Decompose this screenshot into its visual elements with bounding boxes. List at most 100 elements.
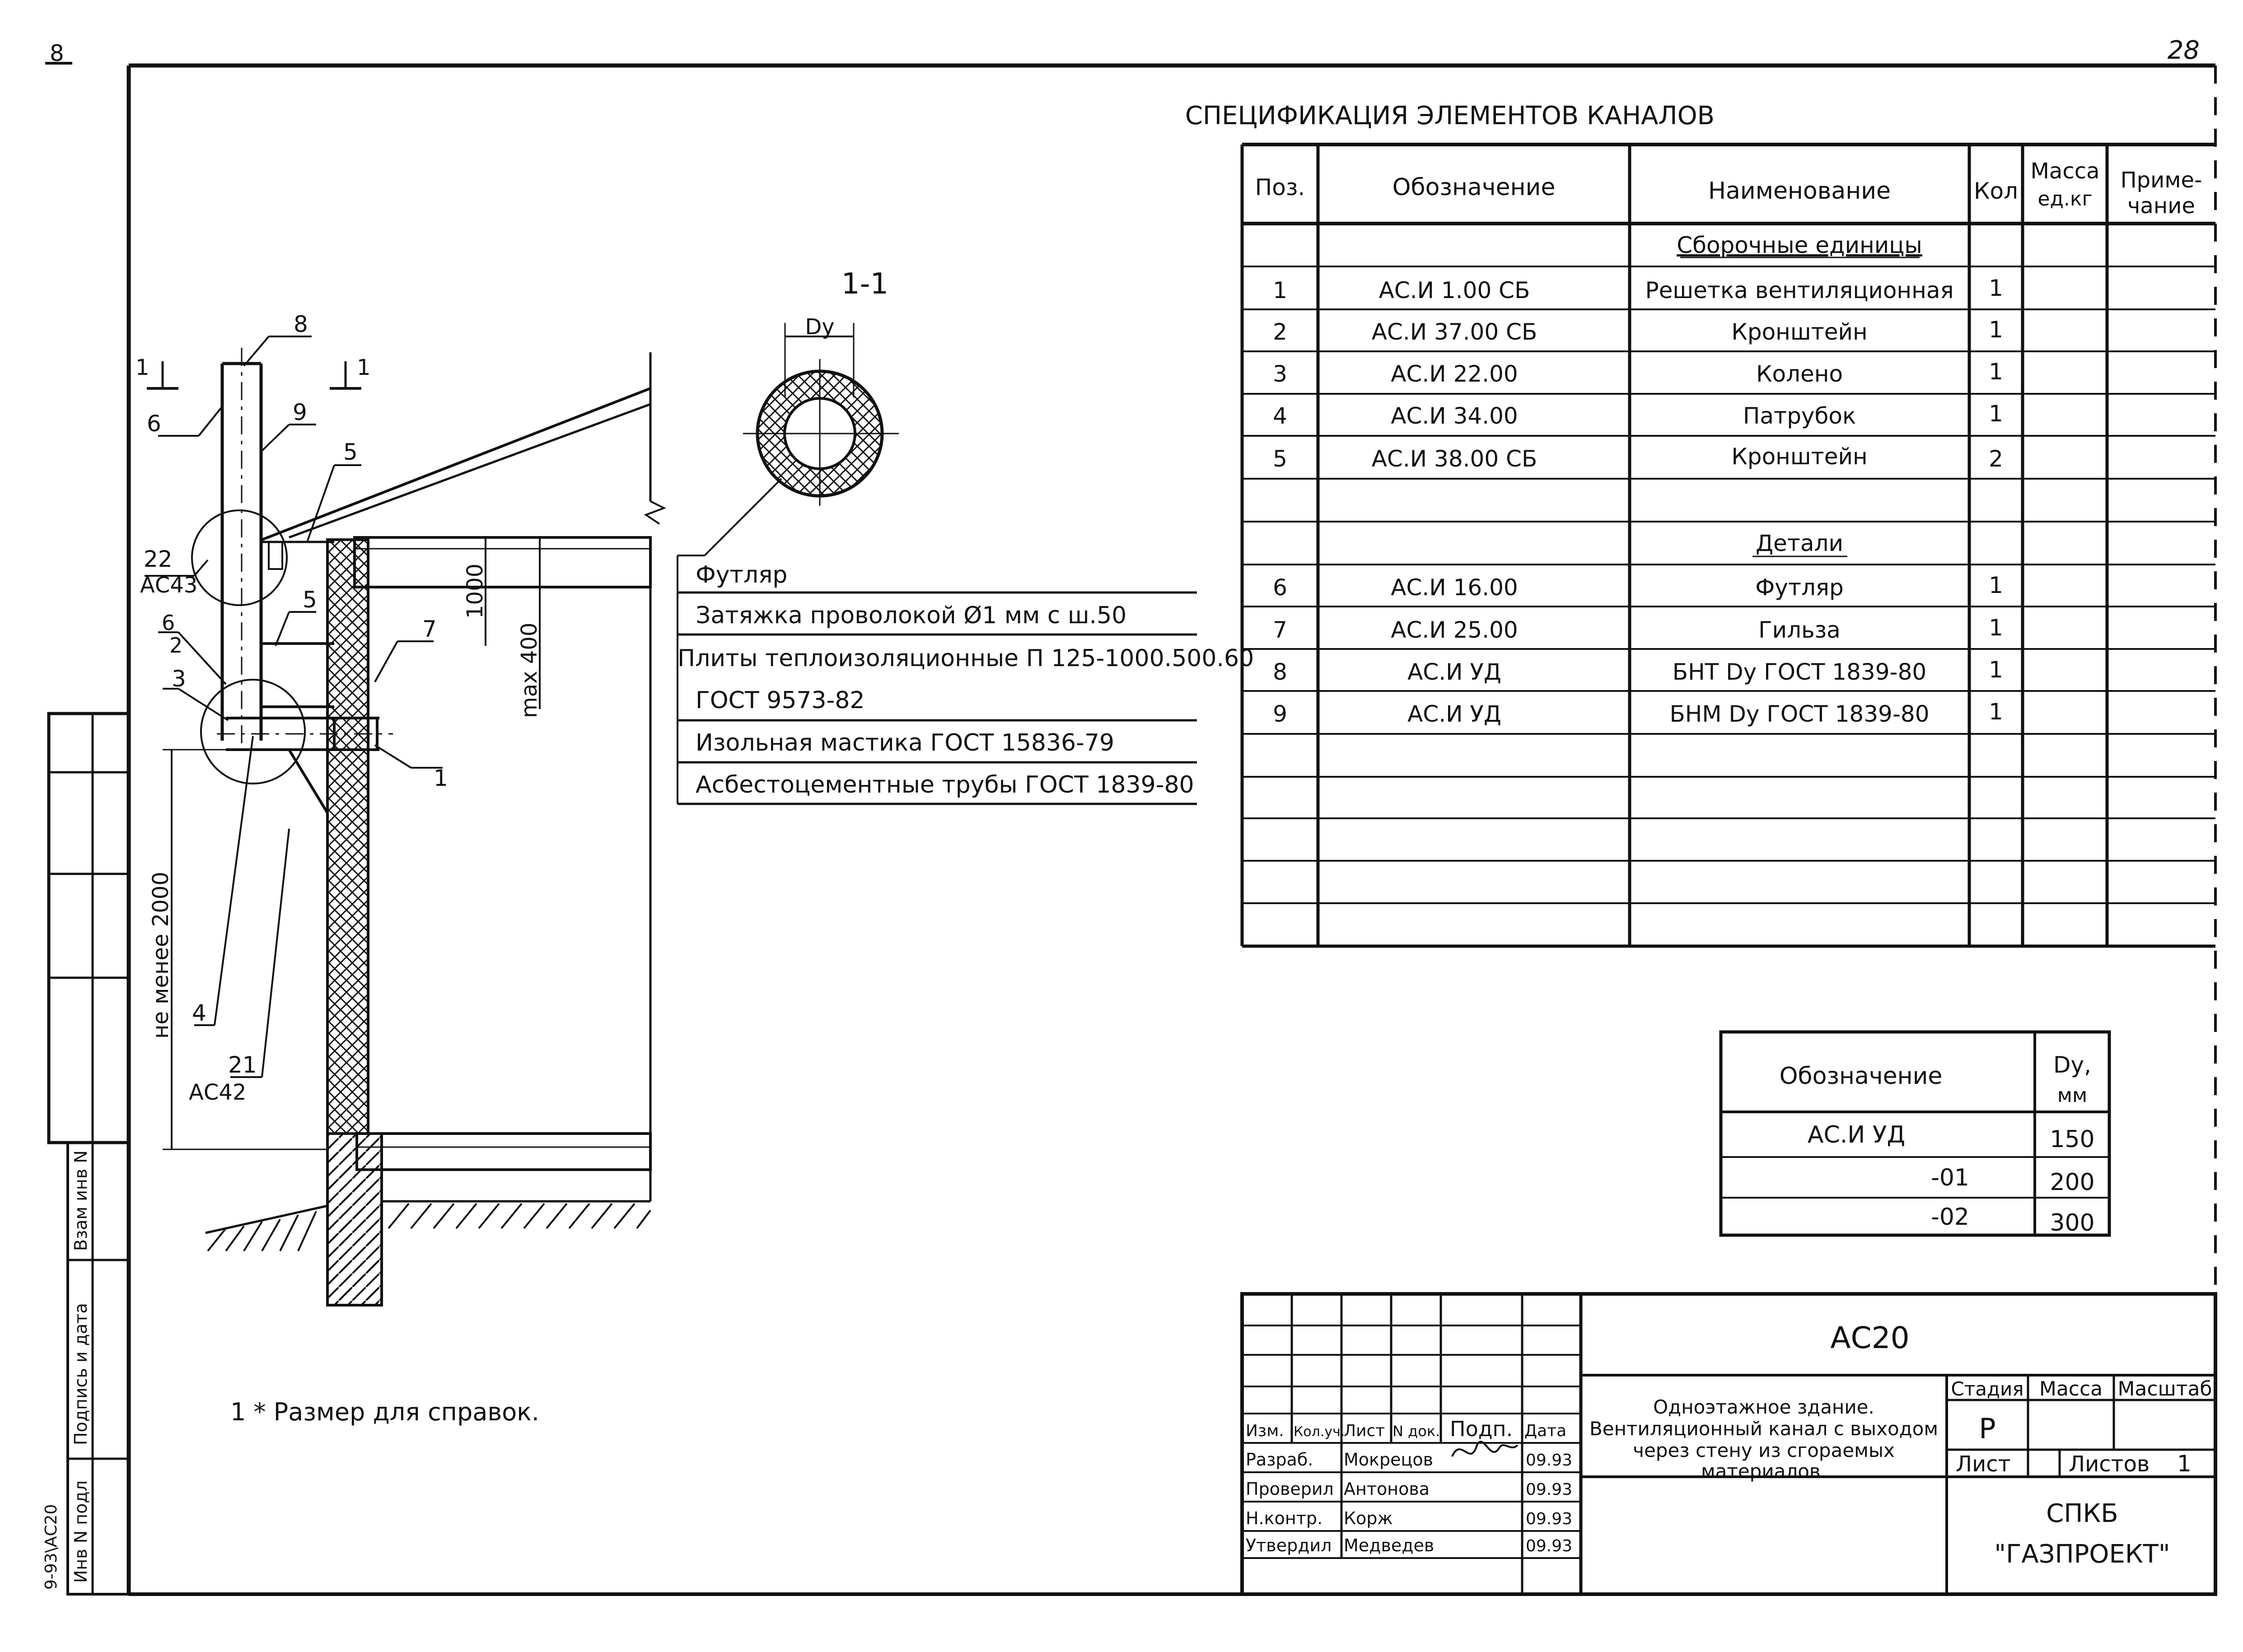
callout-3: 3 [172,666,186,692]
callout-4: 4 [192,1000,206,1026]
tb-description: Одноэтажное здание. [1653,1396,1874,1418]
signature [1451,1441,1519,1457]
section-label: 1-1 [841,267,889,301]
spec-row: 1 АС.И 1.00 СБ Решетка вентиляционная 1 [1273,275,2003,303]
dy-label: Dy [805,314,834,340]
spec-row-pos: 7 [1273,617,1287,643]
material-item: Футляр [696,561,787,588]
material-item: Изольная мастика ГОСТ 15836-79 [696,729,1114,756]
header-mass-1: Масса [2030,159,2099,184]
spec-table: СПЕЦИФИКАЦИЯ ЭЛЕМЕНТОВ КАНАЛОВ [1185,101,2215,948]
reference-note: 1 * Размер для справок. [230,1398,539,1426]
section-1-1: 1-1 Dy [704,267,899,556]
tb-header-list: Лист [1344,1422,1385,1440]
dy-table: Обозначение Dy, мм АС.И УД 150 -01 200 -… [1719,1030,2111,1237]
spec-row-designation: АС.И 22.00 [1391,361,1518,387]
header-mass-2: ед.кг [2037,187,2092,210]
spec-title: СПЕЦИФИКАЦИЯ ЭЛЕМЕНТОВ КАНАЛОВ [1185,101,1715,131]
spec-row-pos: 9 [1273,701,1287,727]
spec-row-designation: АС.И 16.00 [1391,574,1518,601]
tb-sheets-label: Листов [2069,1451,2150,1477]
section-mark-right: 1 [357,355,371,380]
spec-row-qty: 1 [1989,275,2003,301]
header-name: Наименование [1708,177,1891,205]
tb-role: Н.контр. [1246,1508,1322,1528]
tb-sheet-label: Лист [1956,1451,2011,1477]
spec-row-name: БНМ Dy ГОСТ 1839-80 [1669,701,1929,727]
tb-header-ndok: N док. [1393,1423,1440,1440]
tb-date: 09.93 [1526,1510,1572,1528]
dim-400: max 400 [517,623,542,718]
spec-row-designation: АС.И 38.00 СБ [1372,446,1537,472]
spec-row-qty: 1 [1989,699,2003,725]
tb-header-data: Дата [1524,1422,1566,1440]
tb-header-podp: Подп. [1450,1417,1513,1441]
spec-row-pos: 2 [1273,319,1287,345]
section-assembly: Сборочные единицы [1677,232,1922,258]
tb-person: Мокрецов [1344,1450,1433,1470]
callout-6b: 6 [162,611,175,635]
tb-stage-label: Стадия [1951,1378,2023,1400]
callout-22: 22 [144,546,173,572]
callout-21: 21 [228,1052,257,1078]
header-qty: Кол [1974,178,2018,204]
dy-row-value: 200 [2050,1169,2094,1196]
stamp-podpis: Подпись и дата [71,1303,91,1445]
tb-role: Утвердил [1246,1535,1332,1555]
dy-row-designation: -02 [1931,1204,1969,1231]
spec-row-pos: 8 [1273,659,1287,685]
callout-ac42: АС42 [189,1080,246,1105]
spec-row-designation: АС.И УД [1407,659,1501,685]
wall-section-drawing: 1000 max 400 не менее 2000 [136,311,666,1307]
tb-org-2: "ГАЗПРОЕКТ" [1994,1540,2170,1569]
spec-row-pos: 5 [1273,446,1287,472]
tb-code: АС20 [1830,1321,1909,1355]
header-pos: Поз. [1255,174,1305,201]
callout-1: 1 [434,765,448,791]
tb-description: Вентиляционный канал с выходом [1589,1418,1938,1440]
material-item: Плиты теплоизоляционные П 125-1000.500.6… [678,645,1254,672]
tb-role: Проверил [1246,1479,1334,1499]
material-item: Асбестоцементные трубы ГОСТ 1839-80 [696,771,1194,798]
callout-ac43: АС43 [140,573,197,598]
material-item: ГОСТ 9573-82 [696,687,865,714]
tb-person: Антонова [1344,1479,1430,1499]
stamp-vzam: Взам инв N [71,1150,91,1251]
dy-row-designation: АС.И УД [1808,1121,1905,1148]
tb-sheets-value: 1 [2177,1451,2192,1477]
dy-row-designation: -01 [1931,1164,1969,1191]
callout-6: 6 [147,411,161,437]
dy-row-value: 300 [2050,1209,2094,1237]
spec-row-name: Гильза [1758,617,1841,643]
spec-row-qty: 1 [1989,359,2003,385]
callout-5b: 5 [303,587,317,613]
tb-org-1: СПКБ [2046,1499,2118,1528]
spec-row-designation: АС.И 25.00 [1391,617,1518,643]
spec-row-pos: 4 [1273,403,1287,429]
callout-5: 5 [343,439,358,465]
header-note-1: Приме- [2121,168,2202,193]
callout-7: 7 [422,616,437,642]
spec-row: 5 АС.И 38.00 СБ Кронштейн 2 [1273,443,2003,472]
stamp-inv: Инв N подл [71,1480,91,1583]
title-block: Изм. Кол.уч. Лист N док. Подп. Дата Разр… [1240,1292,2217,1596]
tb-header-izm: Изм. [1246,1422,1284,1440]
callout-8: 8 [294,311,308,337]
spec-row-name: Патрубок [1743,403,1856,429]
spec-row-qty: 2 [1989,446,2003,472]
spec-row: 7 АС.И 25.00 Гильза 1 [1273,615,2003,643]
materials-legend: Футляр Затяжка проволокой Ø1 мм с ш.50 П… [677,555,1254,805]
spec-row-name: БНТ Dy ГОСТ 1839-80 [1673,659,1926,685]
tb-description: материалов. [1701,1460,1827,1482]
spec-row-name: Решетка вентиляционная [1645,277,1953,303]
tb-description: через стену из сгораемых [1633,1439,1895,1461]
spec-row-qty: 1 [1989,657,2003,683]
spec-row: 3 АС.И 22.00 Колено 1 [1273,359,2003,387]
page-number: 28 [2168,36,2200,65]
spec-row-designation: АС.И 1.00 СБ [1379,277,1530,303]
dy-header-dy-1: Dy, [2053,1052,2091,1078]
spec-row-name: Футляр [1755,574,1844,601]
spec-row: 8 АС.И УД БНТ Dy ГОСТ 1839-80 1 [1273,657,2003,685]
dy-row-value: 150 [2050,1126,2094,1153]
spec-row-qty: 1 [1989,401,2003,427]
